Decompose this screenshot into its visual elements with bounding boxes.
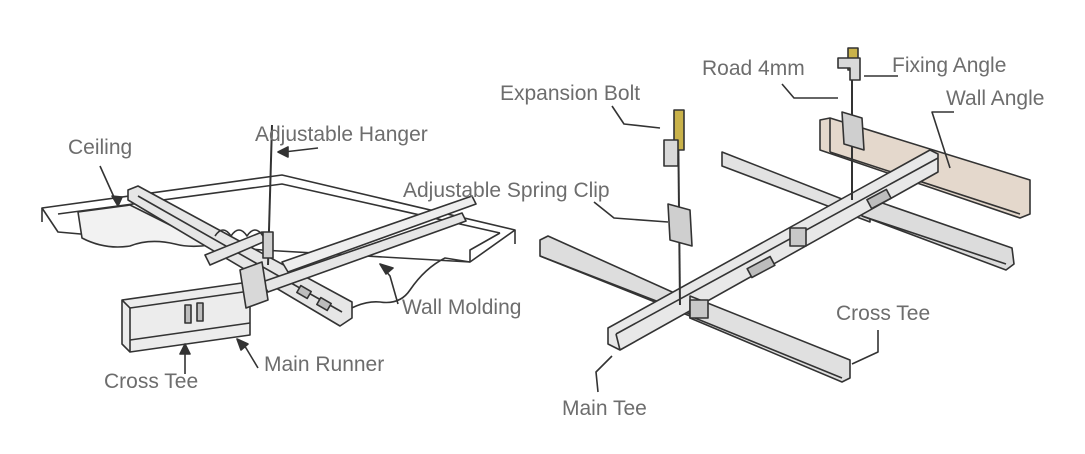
cross-tee-right-leader (851, 330, 879, 365)
road-4mm-leader (781, 83, 838, 99)
wall-angle-label: Wall Angle (946, 87, 1045, 110)
adjustable-hanger-leader (283, 147, 319, 153)
spring-clip-right (841, 111, 865, 151)
front-cross-tee (689, 295, 851, 383)
expansion-bolt (673, 109, 685, 151)
spring-clip-leader (593, 201, 669, 223)
expansion-bolt-leader (611, 105, 661, 129)
adjustable-spring-clip-label: Adjustable Spring Clip (403, 179, 610, 202)
cross-tee-right-label: Cross Tee (836, 302, 931, 325)
wall-molding-label: Wall Molding (402, 296, 522, 319)
fixing-angle-label: Fixing Angle (892, 54, 1007, 77)
ceiling-label: Ceiling (68, 136, 133, 159)
expansion-bolt-label: Expansion Bolt (500, 82, 641, 105)
fixing-angle-bracket (837, 57, 861, 81)
road-4mm-label: Road 4mm (702, 57, 805, 80)
main-tee-label: Main Tee (562, 397, 647, 420)
cross-tee-left-label: Cross Tee (104, 370, 199, 393)
ceiling-panel (77, 204, 211, 248)
ceiling-edge-wave (334, 257, 471, 319)
spring-clip-left (667, 203, 693, 247)
main-runner-label: Main Runner (264, 353, 385, 376)
wall-angle-leader (931, 111, 954, 169)
main-runner-beam (127, 185, 353, 327)
adjustable-hanger-label: Adjustable Hanger (255, 123, 428, 146)
main-tee-leader (595, 355, 613, 393)
